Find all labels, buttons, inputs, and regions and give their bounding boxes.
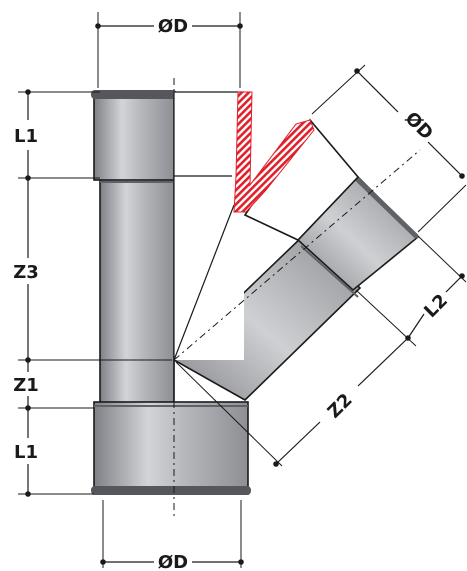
diameter-branch-label: ØD	[401, 108, 437, 144]
bottom-socket	[93, 401, 249, 495]
main-section-cut	[174, 92, 244, 360]
center-lines	[173, 78, 421, 520]
branch-axis-center-line	[173, 149, 421, 361]
top-socket	[93, 91, 175, 181]
top-socket-rim	[91, 90, 177, 99]
dimension-bottom-diameter: ØD	[100, 500, 244, 571]
bottom-socket-rim	[91, 486, 251, 495]
z1-label: Z1	[13, 375, 39, 396]
branch-socket-ring	[300, 245, 359, 298]
dimension-top-diameter: ØD	[95, 12, 243, 88]
l2-label: L2	[420, 290, 452, 322]
z3-label: Z3	[13, 262, 39, 283]
dimension-left-chain: L1 Z3 Z1 L1	[13, 89, 172, 497]
l1-bottom-label: L1	[14, 442, 38, 463]
z2-label: Z2	[324, 390, 357, 423]
section-diagonal-1	[173, 204, 235, 361]
hatched-wall-section	[233, 91, 315, 213]
main-pipe-body	[99, 177, 175, 407]
section-branch-edge	[244, 214, 299, 241]
section-diagonal-2	[173, 359, 246, 401]
l1-top-label: L1	[14, 126, 38, 147]
main-pipe	[91, 90, 315, 495]
branch-socket-rim	[351, 173, 419, 239]
diameter-bottom-label: ØD	[158, 552, 188, 571]
diameter-top-label: ØD	[158, 16, 188, 37]
